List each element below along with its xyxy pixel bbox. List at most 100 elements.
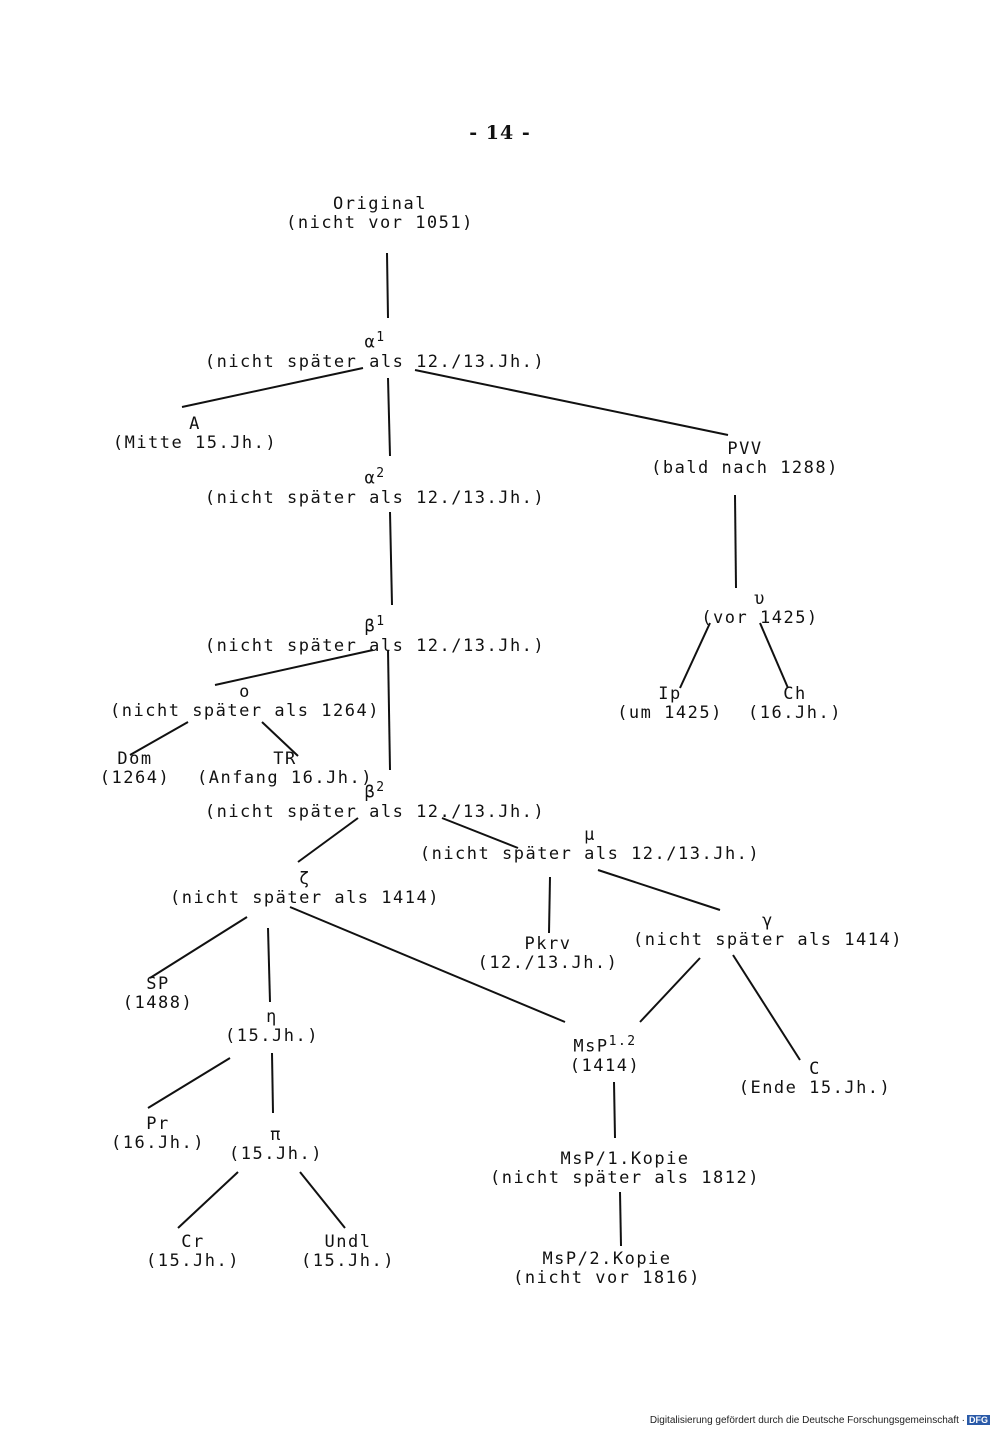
node-date: (12./13.Jh.) [477, 953, 619, 973]
node-symbol-text: MsP [573, 1036, 609, 1057]
stemma-node-ip: Ip(um 1425) [617, 685, 723, 723]
node-symbol: ζ [170, 870, 440, 889]
node-superscript: 1.2 [608, 1034, 637, 1049]
node-date: (bald nach 1288) [651, 458, 839, 478]
stemma-node-mu: μ(nicht später als 12./13.Jh.) [420, 826, 760, 864]
node-date: (15.Jh.) [229, 1144, 323, 1164]
node-symbol-text: υ [754, 589, 766, 609]
edge-zeta-msp12 [289, 906, 566, 1023]
node-symbol: α1 [205, 328, 545, 353]
edge-mu-gamma [597, 869, 721, 911]
edge-pvv-upsilon [734, 494, 737, 589]
stemma-node-beta2: β2(nicht später als 12./13.Jh.) [205, 778, 545, 822]
node-date: (nicht vor 1051) [286, 213, 474, 233]
node-superscript: 2 [376, 780, 386, 795]
node-symbol: π [229, 1126, 323, 1145]
node-symbol-text: α [364, 468, 377, 489]
node-symbol: γ [633, 912, 903, 931]
dfg-logo: DFG [967, 1415, 990, 1425]
node-symbol: A [113, 415, 277, 434]
footer-text: Digitalisierung gefördert durch die Deut… [649, 1415, 965, 1426]
node-symbol: Pr [111, 1115, 205, 1134]
stemma-node-zeta: ζ(nicht später als 1414) [170, 870, 440, 908]
node-date: (15.Jh.) [225, 1026, 319, 1046]
node-symbol-text: β [364, 782, 377, 803]
node-symbol-text: Pkrv [524, 934, 572, 954]
node-symbol-text: η [266, 1007, 278, 1027]
stemma-node-msp1k: MsP/1.Kopie(nicht später als 1812) [490, 1150, 760, 1188]
edge-upsilon-ip [679, 622, 711, 689]
node-date: (16.Jh.) [111, 1133, 205, 1153]
node-date: (Anfang 16.Jh.) [196, 768, 374, 788]
node-date: (nicht später als 12./13.Jh.) [204, 801, 546, 822]
edge-beta1-o [214, 649, 374, 686]
node-symbol-text: π [270, 1125, 282, 1145]
edge-pi-cr [177, 1171, 239, 1229]
node-symbol: TR [197, 750, 373, 769]
node-symbol-text: PVV [727, 439, 763, 459]
stemma-node-o: o(nicht später als 1264) [110, 683, 380, 721]
stemma-node-a: A(Mitte 15.Jh.) [113, 415, 277, 453]
stemma-node-c: C(Ende 15.Jh.) [739, 1060, 892, 1098]
edge-mu-pkrv [548, 876, 551, 934]
node-date: (nicht später als 12./13.Jh.) [204, 351, 546, 372]
node-date: (1488) [122, 993, 194, 1013]
node-date: (nicht später als 12./13.Jh.) [419, 844, 761, 864]
node-symbol: PVV [651, 440, 839, 459]
node-date: (nicht später als 12./13.Jh.) [204, 487, 546, 508]
node-symbol-text: Ip [658, 684, 682, 704]
node-symbol: Ch [748, 685, 842, 704]
node-symbol: Original [286, 195, 474, 214]
node-symbol: β2 [205, 778, 545, 803]
node-symbol-text: MsP/2.Kopie [542, 1249, 672, 1269]
stemma-node-beta1: β1(nicht später als 12./13.Jh.) [205, 612, 545, 656]
edge-beta1-beta2 [387, 649, 391, 771]
node-symbol: MsP1.2 [570, 1032, 640, 1057]
node-symbol: C [739, 1060, 892, 1079]
node-date: (Mitte 15.Jh.) [112, 433, 278, 453]
stemma-node-tr: TR(Anfang 16.Jh.) [197, 750, 373, 788]
edge-original-alpha1 [386, 252, 389, 319]
node-date: (nicht später als 1264) [110, 701, 380, 721]
edge-alpha1-alpha2 [387, 377, 391, 457]
stemma-node-pi: π(15.Jh.) [229, 1126, 323, 1164]
edge-o-dom [129, 721, 189, 756]
node-superscript: 1 [376, 614, 386, 629]
edge-eta-pi [271, 1052, 274, 1114]
node-symbol-text: Undl [324, 1232, 372, 1252]
node-symbol-text: Pr [146, 1114, 170, 1134]
stemma-node-alpha2: α2(nicht später als 12./13.Jh.) [205, 464, 545, 508]
edge-upsilon-ch [759, 622, 789, 689]
page-number: - 14 - [469, 122, 531, 144]
node-symbol-text: Ch [783, 684, 807, 704]
node-superscript: 2 [376, 466, 386, 481]
stemma-node-msp12: MsP1.2(1414) [570, 1032, 640, 1076]
node-symbol: β1 [205, 612, 545, 637]
edge-eta-pr [147, 1057, 231, 1109]
node-date: (16.Jh.) [748, 703, 842, 723]
footer: Digitalisierung gefördert durch die Deut… [650, 1415, 990, 1426]
stemma-node-eta: η(15.Jh.) [225, 1008, 319, 1046]
node-symbol: o [110, 683, 380, 702]
edge-zeta-sp [149, 916, 248, 979]
edge-gamma-c [732, 954, 801, 1061]
node-symbol: Ip [617, 685, 723, 704]
node-symbol: MsP/1.Kopie [490, 1150, 760, 1169]
node-date: (vor 1425) [701, 608, 819, 628]
node-date: (nicht später als 1812) [490, 1168, 760, 1188]
stemma-node-upsilon: υ(vor 1425) [701, 590, 818, 628]
stemma-node-ch: Ch(16.Jh.) [748, 685, 842, 723]
stemma-node-sp: SP(1488) [123, 975, 193, 1013]
node-symbol-text: Cr [181, 1232, 205, 1252]
node-symbol: μ [420, 826, 760, 845]
edge-o-tr [261, 721, 299, 757]
stemma-node-pkrv: Pkrv(12./13.Jh.) [478, 935, 619, 973]
node-symbol: SP [123, 975, 193, 994]
edge-alpha1-pvv [414, 369, 729, 436]
edge-msp1k-msp2k [619, 1191, 622, 1247]
edge-alpha2-beta1 [389, 511, 393, 606]
node-symbol: α2 [205, 464, 545, 489]
edge-gamma-msp12 [639, 957, 701, 1023]
stemma-node-pr: Pr(16.Jh.) [111, 1115, 205, 1153]
node-date: (um 1425) [617, 703, 723, 723]
